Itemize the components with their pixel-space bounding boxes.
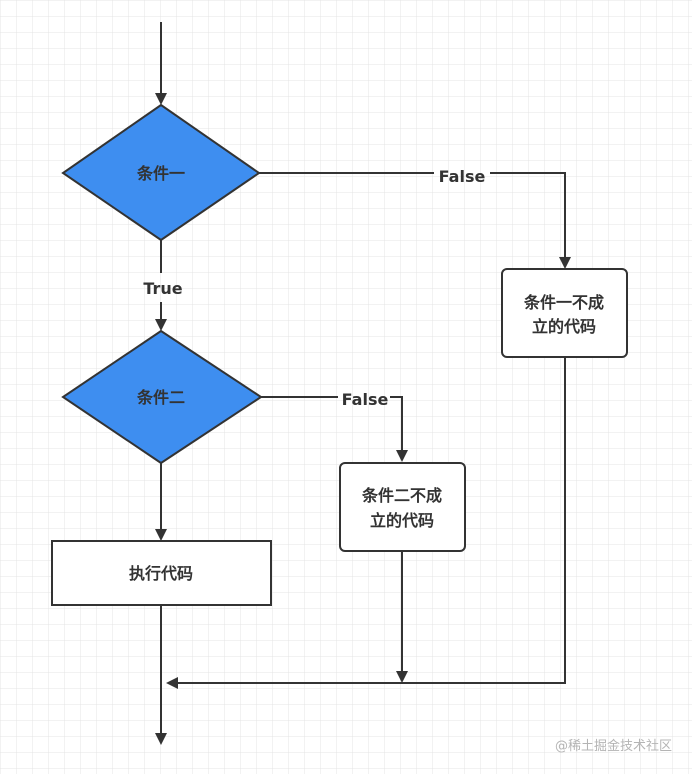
- cond1-false-arrow-tail: [490, 172, 571, 269]
- process-box-execute: [51, 540, 272, 606]
- edge-label-cond2-false: False: [342, 390, 389, 409]
- process-box-cond1-false: [501, 268, 628, 358]
- cond2-false-arrow-tail: [390, 396, 408, 462]
- decision-diamond-cond1: [61, 103, 261, 242]
- process-label-cond2-false-line1: 条件二不成: [361, 486, 442, 505]
- watermark-text: @稀土掘金技术社区: [554, 739, 672, 754]
- decision-diamond-cond2: [61, 329, 263, 465]
- decision-label-cond2: 条件二: [136, 388, 185, 407]
- edge-label-cond1-true: True: [143, 279, 182, 298]
- process-label-cond2-false-line2: 立的代码: [370, 511, 434, 530]
- process-box-cond2-false: [339, 462, 466, 552]
- process-label-cond1-false-line2: 立的代码: [532, 317, 596, 336]
- decision-label-cond1: 条件一: [136, 164, 185, 183]
- edge-label-cond1-false: False: [439, 167, 486, 186]
- cond1-false-box-merge-arrow: [166, 357, 566, 689]
- process-label-execute: 执行代码: [129, 564, 193, 583]
- process-label-cond1-false-line1: 条件一不成: [523, 293, 604, 312]
